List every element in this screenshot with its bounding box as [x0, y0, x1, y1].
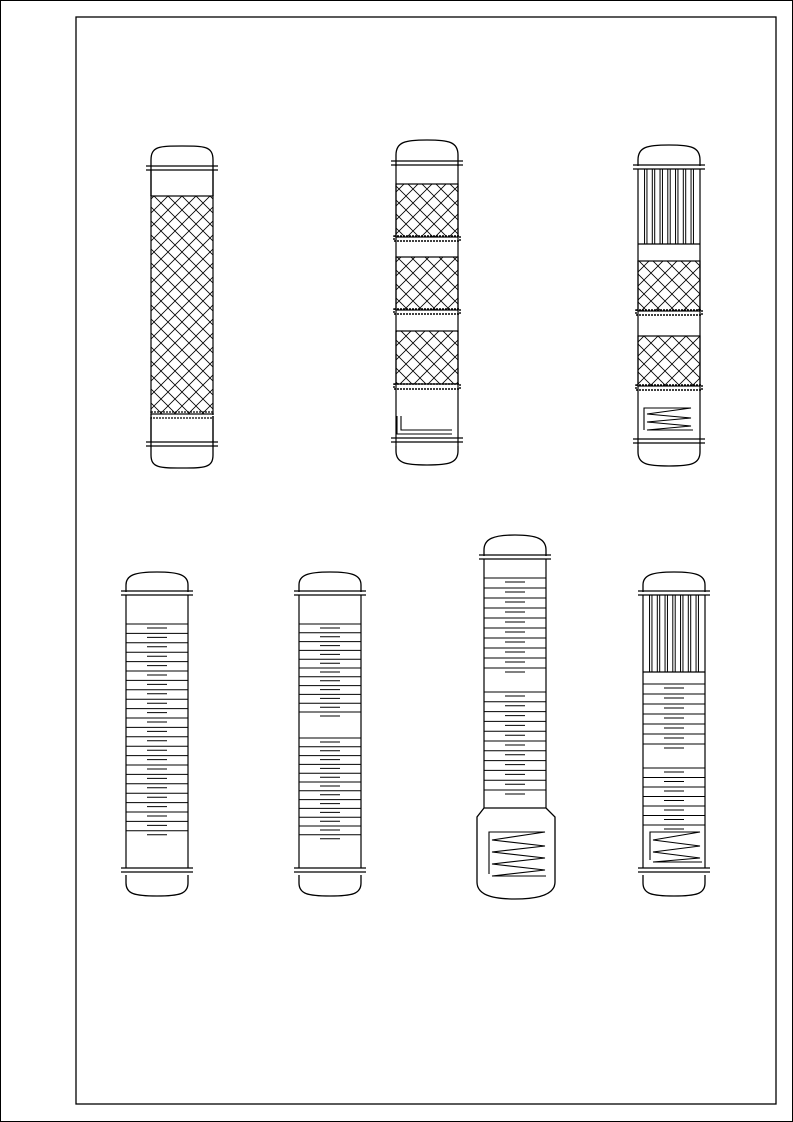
- column-2-packing-1: [395, 183, 459, 238]
- column-7-coil: [649, 831, 702, 863]
- column-7: [638, 571, 710, 897]
- column-1-packing: [150, 195, 214, 415]
- column-7-tube-bundle: [649, 595, 699, 672]
- column-6-shell: [483, 534, 547, 556]
- column-2-packing-2: [395, 256, 459, 311]
- column-2-support-grid-3: [393, 383, 461, 390]
- column-4-trays: [126, 623, 188, 836]
- column-5-trays: [299, 623, 361, 840]
- column-1: [146, 145, 218, 469]
- column-6-reboiler-shell: [476, 807, 556, 900]
- column-2-support-grid-2: [393, 308, 461, 315]
- column-3-packing-2: [637, 335, 701, 387]
- column-1-support-grid: [150, 411, 214, 419]
- column-2-shell: [395, 139, 459, 466]
- column-2-support-grid-1: [393, 235, 461, 242]
- column-4-shell: [125, 571, 189, 897]
- column-4: [121, 571, 193, 897]
- column-7-shell: [642, 571, 706, 897]
- inner-frame: [75, 16, 777, 1105]
- column-6-coil: [488, 831, 546, 877]
- column-3-support-grid-2: [635, 384, 703, 391]
- column-2-inlet-pipe: [396, 416, 452, 435]
- column-2-packing-3: [395, 330, 459, 385]
- column-7-trays: [643, 683, 705, 830]
- column-5-shell: [298, 571, 362, 897]
- column-3: [633, 144, 705, 467]
- column-6: [476, 534, 556, 900]
- column-2: [391, 139, 463, 466]
- column-3-tube-bundle: [644, 169, 694, 244]
- column-3-shell: [637, 144, 701, 467]
- column-3-packing-1: [637, 260, 701, 312]
- column-3-coil: [643, 407, 693, 431]
- column-3-support-grid-1: [635, 309, 703, 316]
- column-5: [294, 571, 366, 897]
- column-6-trays: [484, 577, 546, 795]
- column-1-shell: [150, 145, 214, 469]
